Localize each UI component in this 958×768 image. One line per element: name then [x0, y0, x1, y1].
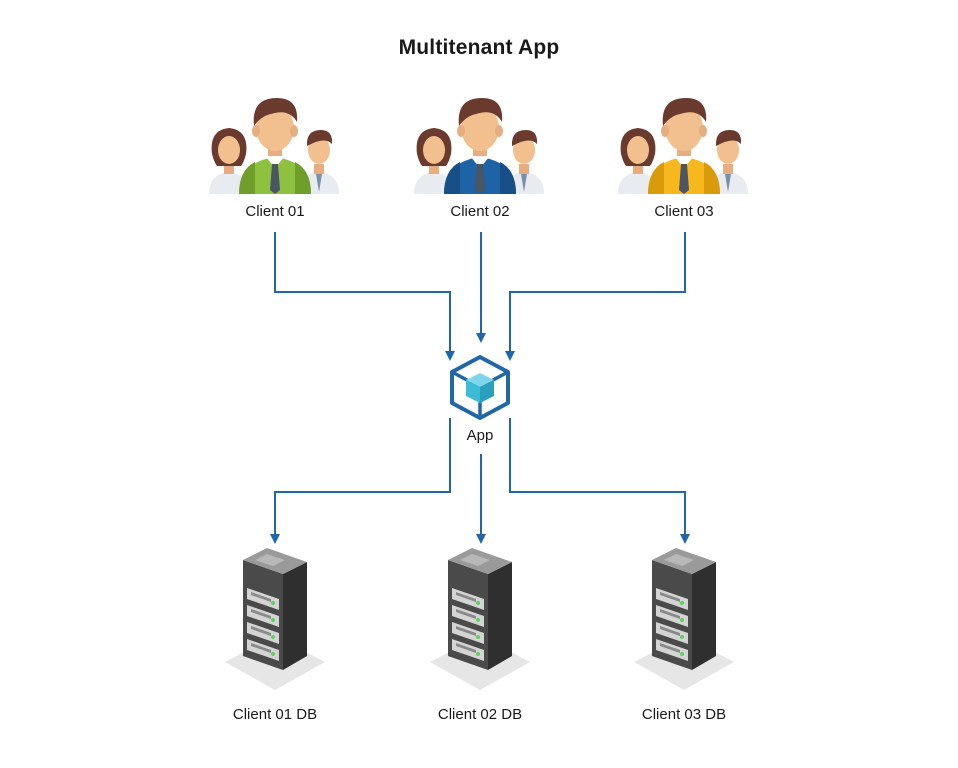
server-rack-icon-1 [225, 548, 325, 690]
server-rack-icon-2 [430, 548, 530, 690]
people-group-icon-3 [618, 98, 748, 194]
database-icons [225, 548, 734, 690]
app-label: App [466, 427, 494, 444]
client-label-1: Client 01 [245, 203, 305, 220]
connector-lines [270, 232, 690, 544]
client-label-2: Client 02 [450, 203, 510, 220]
people-group-icon-2 [414, 98, 544, 194]
connector-app-to-db-3 [509, 418, 690, 544]
client-icons [209, 98, 748, 194]
client-label-3: Client 03 [654, 203, 714, 220]
db-label-3: Client 03 DB [641, 706, 727, 723]
server-rack-icon-3 [634, 548, 734, 690]
diagram-title: Multitenant App [398, 36, 560, 59]
connector-app-to-db-1 [270, 418, 451, 544]
people-group-icon-1 [209, 98, 339, 194]
db-label-2: Client 02 DB [437, 706, 523, 723]
db-label-1: Client 01 DB [232, 706, 318, 723]
connector-client-3-to-app [505, 232, 686, 361]
cube-icon [450, 355, 510, 420]
connector-client-1-to-app [274, 232, 455, 361]
